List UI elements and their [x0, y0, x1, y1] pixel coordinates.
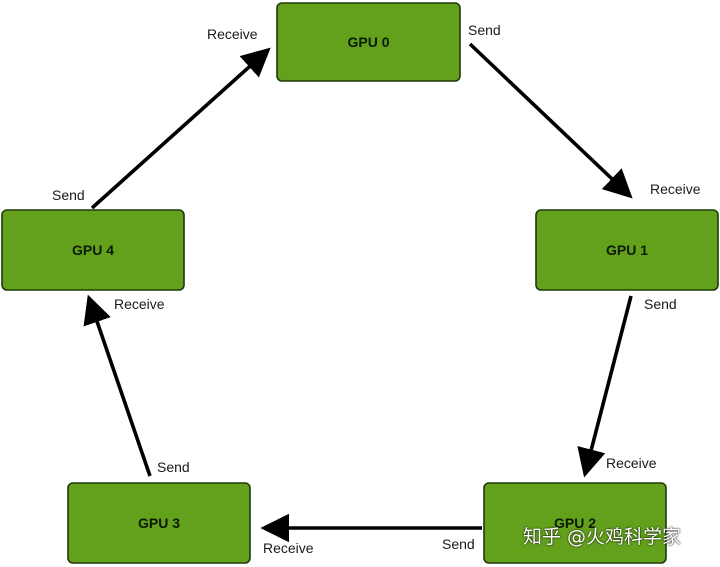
- gpu-node-label: GPU 4: [72, 242, 114, 258]
- receive-label: Receive: [114, 296, 165, 312]
- gpu-node-3: GPU 3: [67, 482, 251, 564]
- send-label: Send: [468, 22, 501, 38]
- gpu-node-label: GPU 3: [138, 515, 180, 531]
- gpu-node-0: GPU 0: [276, 2, 461, 82]
- gpu-node-1: GPU 1: [535, 209, 719, 291]
- gpu-node-label: GPU 1: [606, 242, 648, 258]
- send-label: Send: [442, 536, 475, 552]
- gpu-node-2: GPU 2: [483, 482, 667, 564]
- receive-label: Receive: [207, 26, 258, 42]
- receive-label: Receive: [606, 455, 657, 471]
- send-label: Send: [157, 459, 190, 475]
- arrow-gpu0-to-gpu1: [468, 42, 633, 199]
- arrow-gpu1-to-gpu2: [577, 295, 633, 478]
- gpu-node-label: GPU 0: [347, 34, 389, 50]
- receive-label: Receive: [263, 540, 314, 556]
- send-label: Send: [644, 296, 677, 312]
- gpu-node-4: GPU 4: [1, 209, 185, 291]
- arrow-gpu4-to-gpu0: [90, 47, 271, 210]
- send-label: Send: [52, 187, 85, 203]
- receive-label: Receive: [650, 181, 701, 197]
- arrow-gpu3-to-gpu4: [83, 294, 152, 477]
- gpu-node-label: GPU 2: [554, 515, 596, 531]
